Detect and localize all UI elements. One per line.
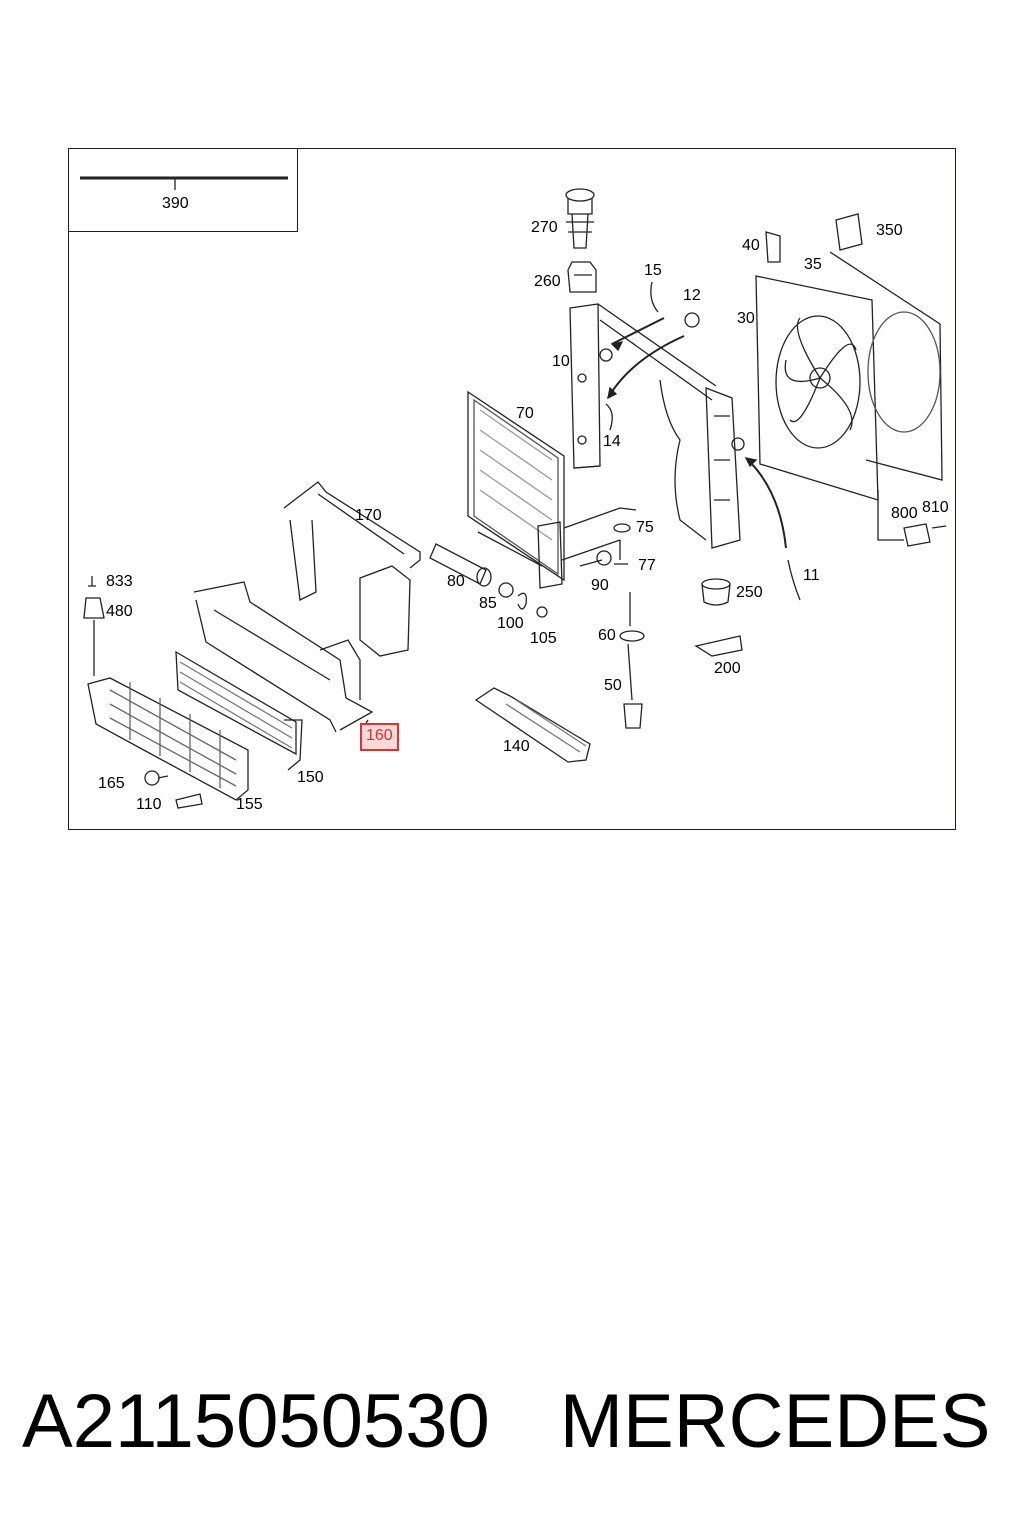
callout-165[interactable]: 165 <box>98 775 125 792</box>
part-number: A2115050530 <box>22 1379 490 1464</box>
callout-833[interactable]: 833 <box>106 573 133 590</box>
callout-77[interactable]: 77 <box>638 557 656 574</box>
inset-box <box>68 148 298 232</box>
callout-250[interactable]: 250 <box>736 584 763 601</box>
callout-35[interactable]: 35 <box>804 256 822 273</box>
cooler-150-part <box>175 650 303 771</box>
callout-100[interactable]: 100 <box>497 615 524 632</box>
callout-12[interactable]: 12 <box>683 287 701 304</box>
parts-diagram-frame <box>68 148 956 830</box>
mount-260-part <box>567 261 597 293</box>
callout-350[interactable]: 350 <box>876 222 903 239</box>
callout-70[interactable]: 70 <box>516 405 534 422</box>
callout-270[interactable]: 270 <box>531 219 558 236</box>
callout-140[interactable]: 140 <box>503 738 530 755</box>
callout-110[interactable]: 110 <box>136 796 162 813</box>
fan-shroud-part <box>755 251 943 501</box>
callout-30[interactable]: 30 <box>737 310 755 327</box>
callout-90[interactable]: 90 <box>591 577 609 594</box>
condenser-part <box>467 390 565 589</box>
air-duct-160-part <box>193 581 374 733</box>
callout-810[interactable]: 810 <box>922 499 949 516</box>
callout-200[interactable]: 200 <box>714 660 741 677</box>
callout-14[interactable]: 14 <box>603 433 621 450</box>
callout-50[interactable]: 50 <box>604 677 622 694</box>
carrier-170-part <box>283 481 421 657</box>
callout-11[interactable]: 11 <box>803 567 820 584</box>
cap-250-part <box>701 578 731 606</box>
grille-155-part <box>87 677 249 801</box>
duct-140-part <box>474 687 591 763</box>
brand-name: MERCEDES <box>559 1379 991 1464</box>
callout-105[interactable]: 105 <box>530 630 557 647</box>
callout-390[interactable]: 390 <box>162 195 189 212</box>
callout-10[interactable]: 10 <box>552 353 570 370</box>
callout-60[interactable]: 60 <box>598 627 616 644</box>
callout-160-highlighted[interactable]: 160 <box>360 723 399 751</box>
callout-170[interactable]: 170 <box>355 507 382 524</box>
clip-270-part <box>565 188 595 249</box>
callout-15[interactable]: 15 <box>644 262 662 279</box>
receiver-dryer-part <box>429 531 543 587</box>
callout-40[interactable]: 40 <box>742 237 760 254</box>
callout-150[interactable]: 150 <box>297 769 324 786</box>
callout-480[interactable]: 480 <box>106 603 133 620</box>
callout-800[interactable]: 800 <box>891 505 918 522</box>
radiator-part <box>569 303 741 549</box>
callout-75[interactable]: 75 <box>636 519 654 536</box>
callout-155[interactable]: 155 <box>236 796 263 813</box>
callout-80[interactable]: 80 <box>447 573 465 590</box>
callout-85[interactable]: 85 <box>479 595 497 612</box>
product-caption: A2115050530 MERCEDES <box>22 1372 1012 1472</box>
callout-260[interactable]: 260 <box>534 273 561 290</box>
